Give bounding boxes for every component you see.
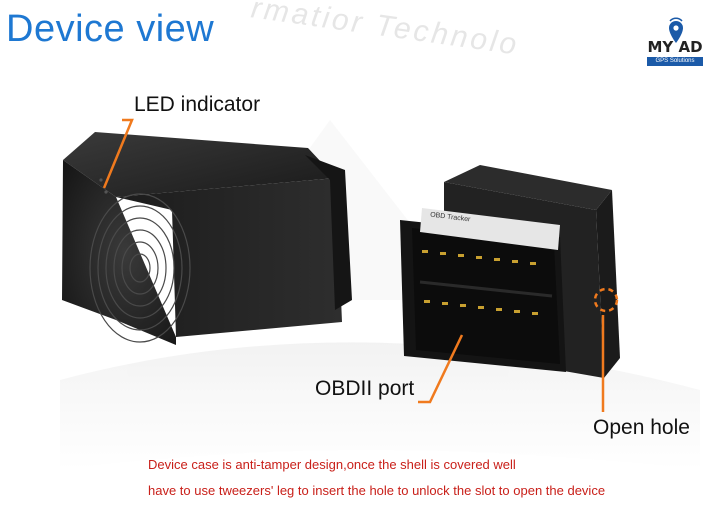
note-line-2: have to use tweezers' leg to insert the … [148, 483, 606, 498]
obd-callout-line [418, 334, 464, 404]
logo-tagline: GPS Solutions [647, 57, 703, 66]
concentric-pattern [89, 193, 191, 343]
brand-logo: MY AD GPS Solutions [643, 16, 707, 72]
open-hole-marker [593, 287, 619, 313]
logo-text: MY AD [647, 38, 703, 56]
led-indicator-label: LED indicator [134, 93, 261, 116]
obdii-port-label: OBDII port [315, 377, 415, 400]
led-dots [99, 178, 108, 194]
connector-pins [422, 250, 538, 315]
gps-pin-icon [669, 17, 683, 43]
callout-lines [102, 118, 619, 412]
right-device [400, 165, 620, 378]
led-callout-line [102, 118, 134, 189]
left-device [62, 132, 352, 345]
page-title: Device view [6, 8, 215, 50]
note-line-1: Device case is anti-tamper design,once t… [148, 457, 516, 472]
open-hole-label: Open hole [593, 416, 690, 439]
